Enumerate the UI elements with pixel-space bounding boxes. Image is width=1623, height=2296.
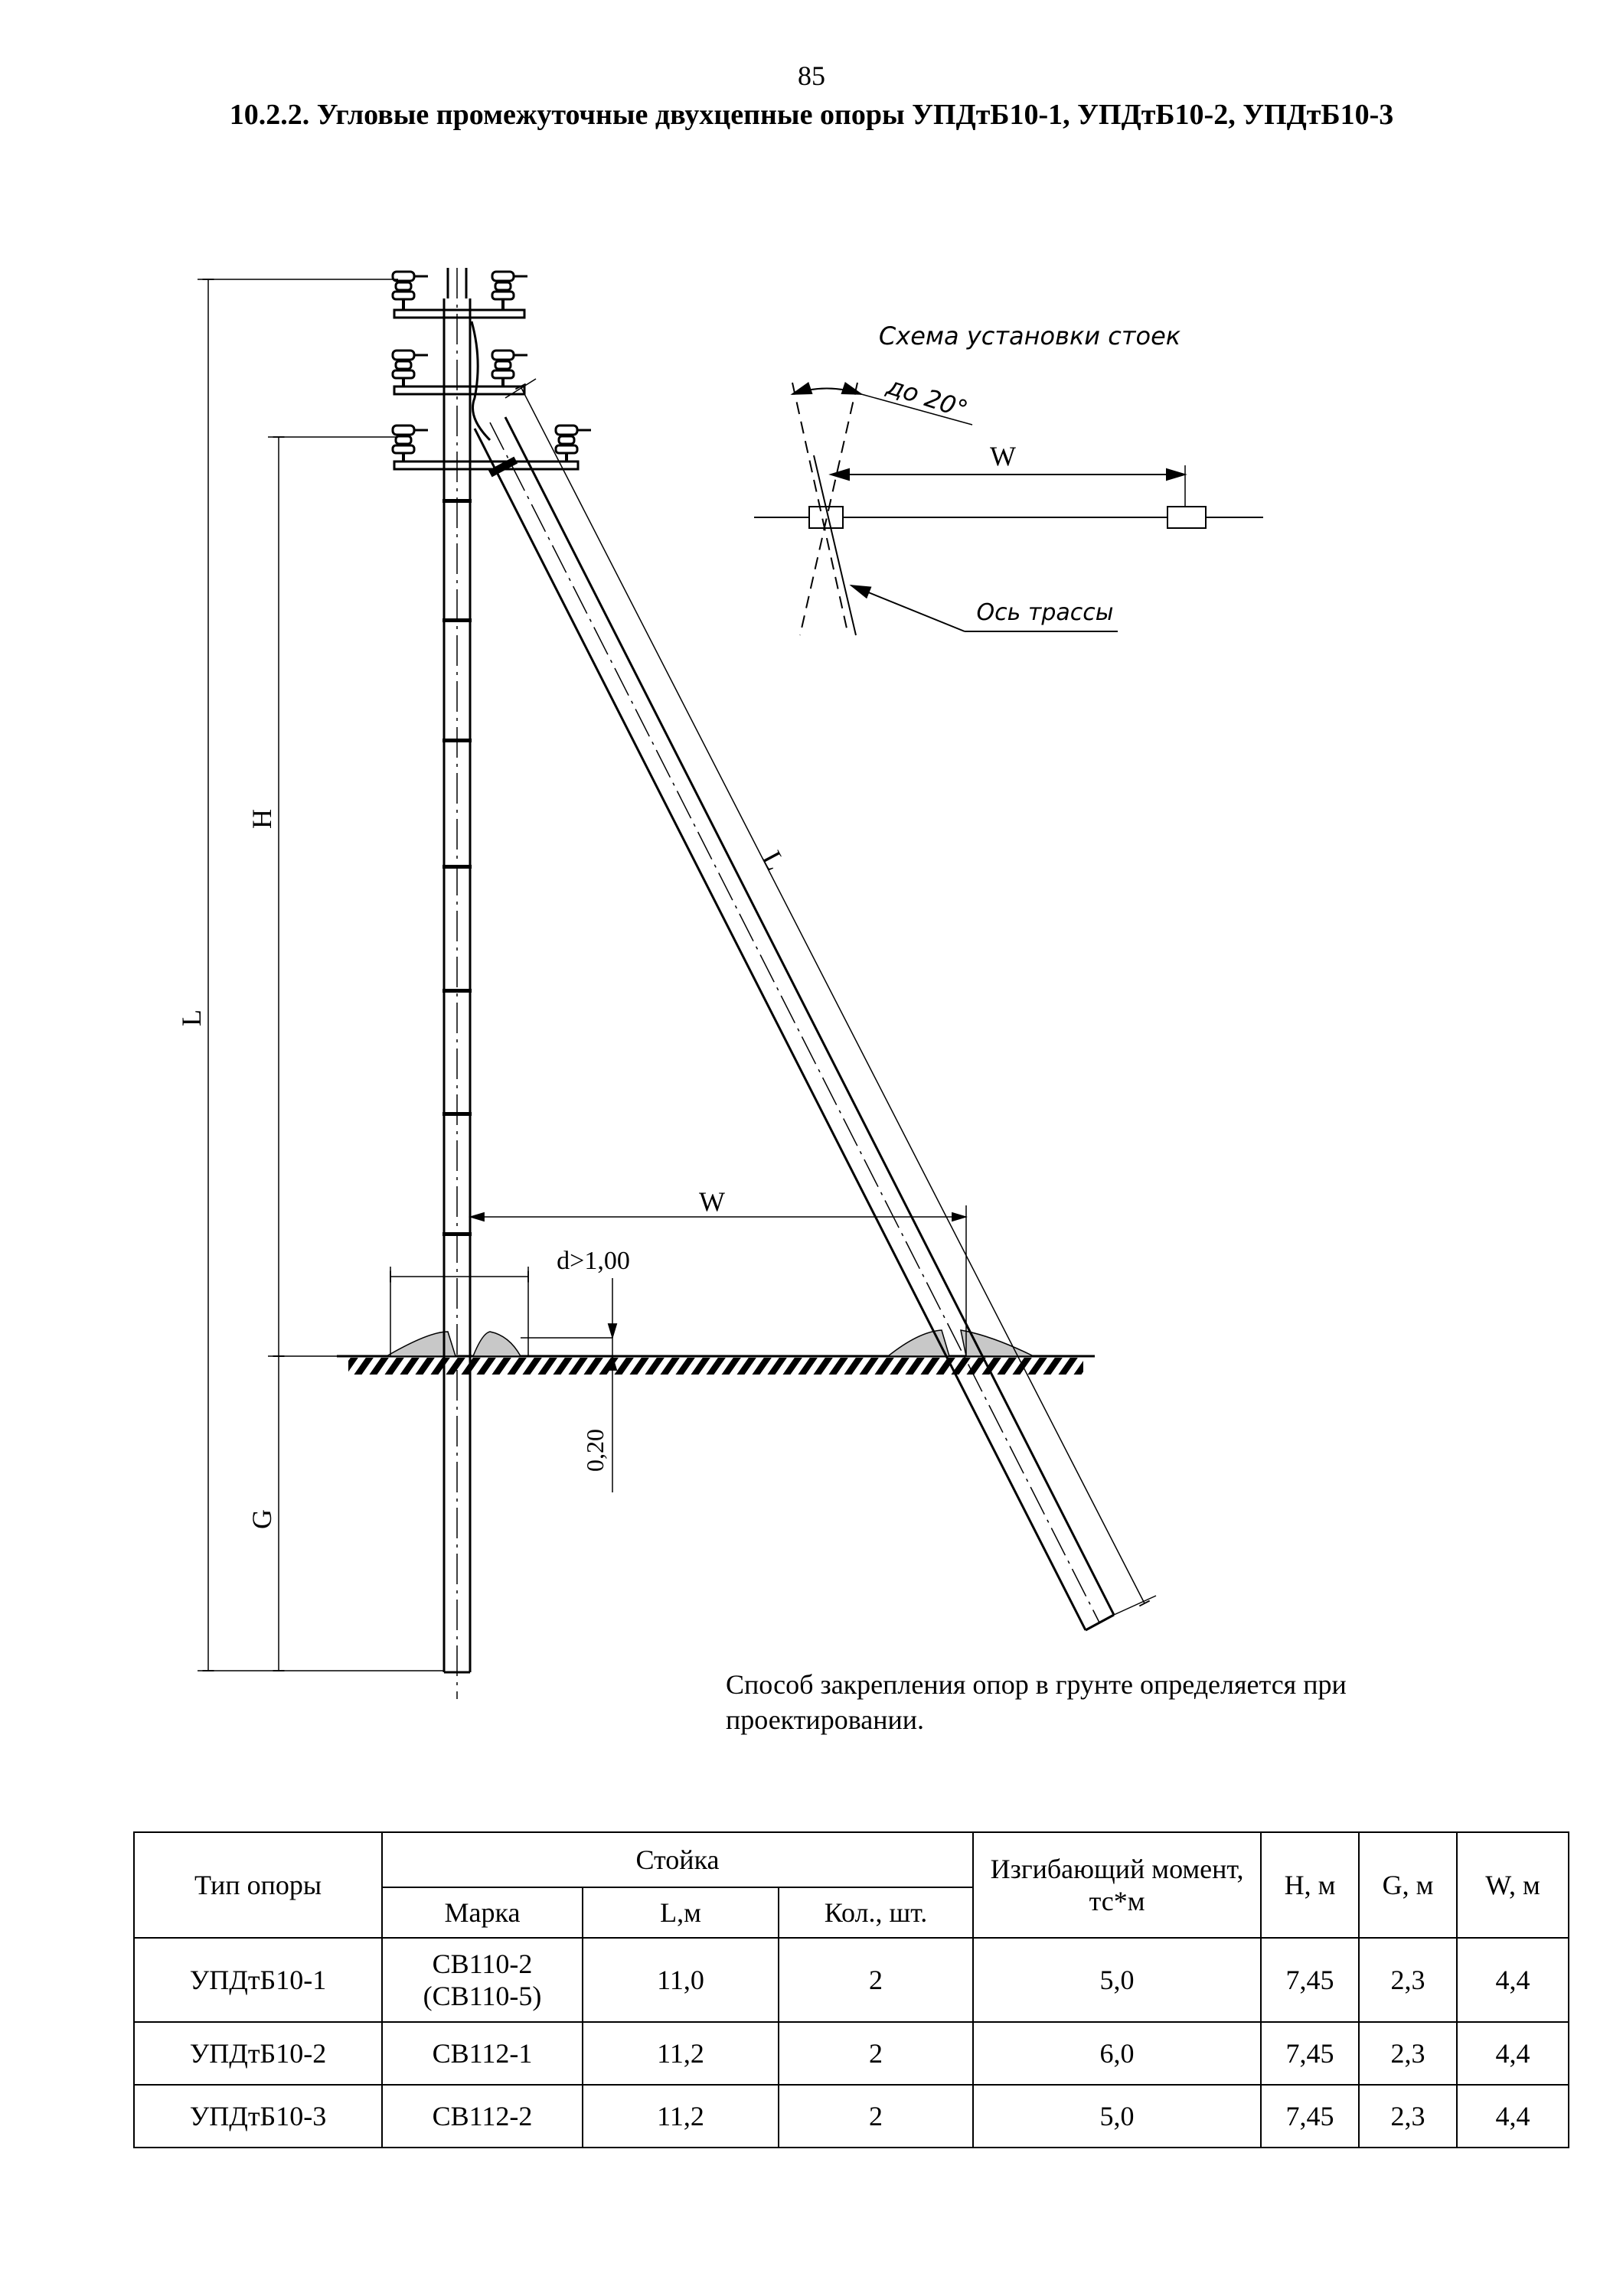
cell-w: 4,4 [1456, 2084, 1570, 2148]
insulator-icon [391, 349, 428, 387]
header-w: W, м [1456, 1831, 1570, 1939]
cell-g: 2,3 [1358, 1937, 1458, 2023]
cell-moment: 6,0 [972, 2021, 1262, 2086]
cell-w: 4,4 [1456, 2021, 1570, 2086]
insulator-icon [391, 424, 428, 462]
insulator-icon [554, 424, 591, 462]
cell-type: УПДтБ10-2 [133, 2021, 383, 2086]
cell-g: 2,3 [1358, 2021, 1458, 2086]
header-count: Кол., шт. [777, 1887, 975, 1939]
header-marka: Марка [381, 1887, 583, 1939]
table-subheader-row: Марка L,м Кол., шт. [134, 1887, 1569, 1939]
dimension-L: L [176, 279, 444, 1671]
installation-note: Способ закрепления опор в грунте определ… [726, 1669, 1347, 1735]
header-h: H, м [1260, 1831, 1360, 1939]
header-g: G, м [1358, 1831, 1458, 1939]
page-number: 85 [798, 60, 825, 91]
table-header-row: Тип опоры Стойка Изгибающий момент, тс*м… [133, 1831, 1570, 1939]
cell-count: 2 [777, 2084, 975, 2148]
dimension-G: G [247, 1355, 337, 1671]
header-moment: Изгибающий момент, тс*м [972, 1831, 1262, 1939]
insulator-icon [391, 270, 428, 310]
header-stoyka: Стойка [380, 1831, 975, 1888]
cell-moment: 5,0 [972, 1937, 1262, 2023]
cell-h: 7,45 [1260, 1937, 1360, 2023]
cell-moment: 5,0 [972, 2084, 1262, 2148]
dimension-G-label: G [247, 1509, 277, 1529]
cell-count: 2 [777, 1937, 975, 2023]
table-row: УПДтБ10-1 СВ110-2 (СВ110-5) 11,0 2 5,0 7… [133, 1937, 1570, 2023]
dimension-d: d>1,00 [390, 1247, 630, 1356]
page-title: 10.2.2. Угловые промежуточные двухцепные… [229, 99, 1394, 131]
dimension-L-label: L [176, 1009, 207, 1026]
cell-length: 11,2 [582, 2021, 779, 2086]
header-length: L,м [582, 1887, 779, 1939]
cell-count: 2 [777, 2021, 975, 2086]
insulator-icon [491, 270, 527, 310]
dimension-strut-L: L [505, 378, 1157, 1616]
dimension-depth-label: 0,20 [581, 1429, 609, 1472]
dimension-H: H [247, 436, 398, 1357]
spec-table: Тип опоры Стойка Изгибающий момент, тс*м… [133, 1831, 1570, 2148]
scheme-w-label: W [990, 441, 1016, 471]
installation-scheme: Схема установки стоек до 20° W Ось трасс… [754, 321, 1263, 636]
cell-type: УПДтБ10-3 [133, 2084, 383, 2148]
insulator-icon [491, 349, 527, 387]
vertical-pole [442, 268, 472, 1699]
scheme-title: Схема установки стоек [879, 321, 1181, 351]
cell-marka: СВ112-2 [381, 2084, 583, 2148]
cell-g: 2,3 [1358, 2084, 1458, 2148]
cell-length: 11,0 [582, 1937, 779, 2023]
scheme-angle-label: до 20° [883, 370, 972, 424]
cell-type: УПДтБ10-1 [133, 1937, 383, 2023]
cell-marka: СВ110-2 (СВ110-5) [381, 1937, 583, 2023]
cell-h: 7,45 [1260, 2084, 1360, 2148]
dimension-d-label: d>1,00 [557, 1247, 630, 1275]
cell-h: 7,45 [1260, 2021, 1360, 2086]
dimension-W: W [468, 1186, 968, 1356]
dimension-H-label: H [247, 809, 277, 829]
table-row: УПДтБ10-3 СВ112-2 11,2 2 5,0 7,45 2,3 4,… [133, 2084, 1570, 2148]
cell-length: 11,2 [582, 2084, 779, 2148]
cell-w: 4,4 [1456, 1937, 1570, 2023]
dimension-depth: 0,20 [521, 1278, 618, 1492]
dimension-W-label: W [699, 1186, 725, 1217]
scheme-axis-label: Ось трассы [977, 599, 1114, 626]
table-row: УПДтБ10-2 СВ112-1 11,2 2 6,0 7,45 2,3 4,… [133, 2021, 1570, 2086]
header-type: Тип опоры [133, 1831, 383, 1939]
insulators [391, 270, 591, 462]
dimension-strut-L-label: L [756, 846, 792, 875]
cell-marka: СВ112-1 [381, 2021, 583, 2086]
